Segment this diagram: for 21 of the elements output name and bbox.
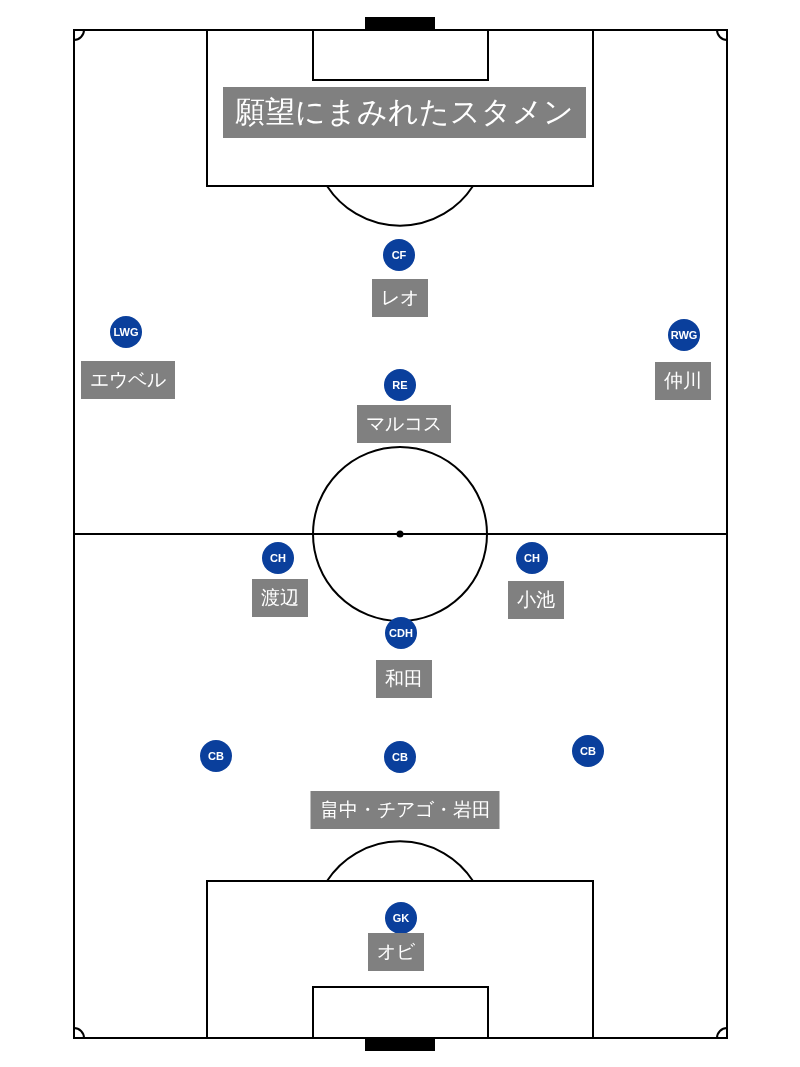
player-name-label: 和田 <box>376 660 432 698</box>
position-badge: CH <box>516 542 548 574</box>
position-badge: RE <box>384 369 416 401</box>
player-name-label: 小池 <box>508 581 564 619</box>
player-name-label: オビ <box>368 933 424 971</box>
player-name-label: マルコス <box>357 405 451 443</box>
position-badge: CH <box>262 542 294 574</box>
position-badge: CB <box>384 741 416 773</box>
position-badge: CF <box>383 239 415 271</box>
position-badge: CDH <box>385 617 417 649</box>
position-badge: GK <box>385 902 417 934</box>
position-badge: CB <box>572 735 604 767</box>
player-name-label: 渡辺 <box>252 579 308 617</box>
player-name-label: 仲川 <box>655 362 711 400</box>
position-badge: RWG <box>668 319 700 351</box>
position-badge: CB <box>200 740 232 772</box>
player-name-label: 畠中・チアゴ・岩田 <box>310 791 500 829</box>
position-badge: LWG <box>110 316 142 348</box>
player-name-label: エウベル <box>81 361 175 399</box>
title: 願望にまみれたスタメン <box>223 87 586 138</box>
player-name-label: レオ <box>372 279 428 317</box>
